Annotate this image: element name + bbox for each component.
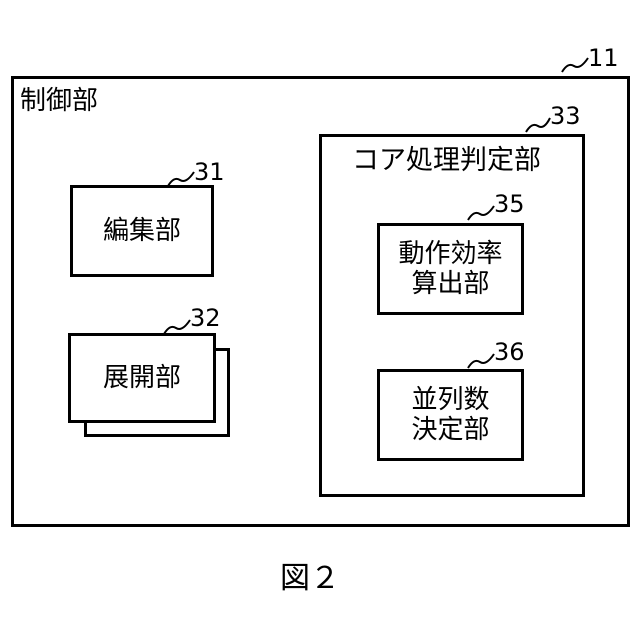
ref-31: 31 xyxy=(194,160,225,184)
ref-11: 11 xyxy=(588,46,619,70)
leader-line-32 xyxy=(162,318,192,336)
leader-line-33 xyxy=(524,114,552,134)
leader-line-31 xyxy=(166,168,196,188)
expand-unit-box: 展開部 xyxy=(68,333,216,423)
leader-line-11 xyxy=(560,52,590,76)
ref-32: 32 xyxy=(190,306,221,330)
parallel-unit-box: 並列数 決定部 xyxy=(377,369,524,461)
efficiency-unit-box: 動作効率 算出部 xyxy=(377,223,524,315)
expand-unit-label: 展開部 xyxy=(103,363,181,393)
leader-line-35 xyxy=(466,202,496,222)
figure-caption: 図２ xyxy=(280,562,340,596)
parallel-unit-line1: 並列数 xyxy=(411,385,489,415)
ref-35: 35 xyxy=(494,192,525,216)
control-unit-label: 制御部 xyxy=(20,86,98,116)
edit-unit-box: 編集部 xyxy=(70,185,214,277)
ref-36: 36 xyxy=(494,340,525,364)
leader-line-36 xyxy=(466,350,496,370)
parallel-unit-line2: 決定部 xyxy=(411,415,489,445)
efficiency-unit-line1: 動作効率 xyxy=(398,239,502,269)
efficiency-unit-line2: 算出部 xyxy=(411,269,489,299)
core-unit-label: コア処理判定部 xyxy=(352,146,541,176)
ref-33: 33 xyxy=(550,104,581,128)
edit-unit-label: 編集部 xyxy=(103,216,181,246)
